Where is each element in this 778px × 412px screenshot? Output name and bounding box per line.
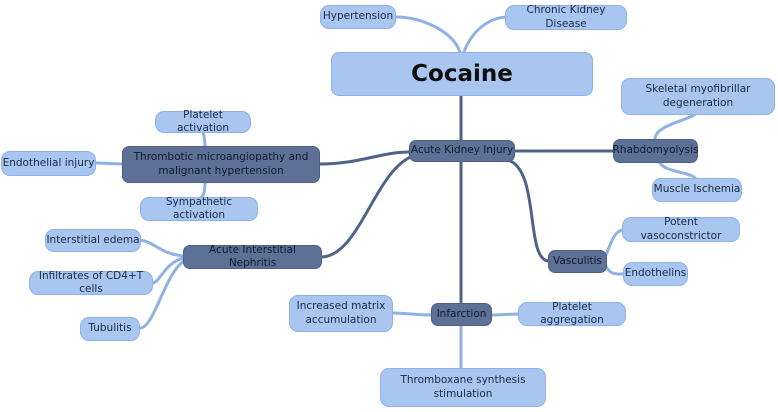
link-ain-cd4	[150, 256, 186, 285]
node-interstitial-edema: Interstitial edema	[45, 229, 141, 252]
link-aki-tma	[318, 150, 412, 166]
node-platelet-activation: Platelet activation	[155, 109, 251, 134]
link-aki-vasculitis	[506, 158, 550, 263]
link-tma-endothelial-injury	[94, 161, 125, 166]
node-rhabdomyolysis: Rhabdomyolysis	[613, 139, 699, 163]
node-increased-matrix: Increased matrix accumulation	[289, 295, 393, 332]
node-potent-vasoconstrictor: Potent vasoconstrictor	[622, 216, 740, 242]
link-aki-ain	[320, 154, 415, 259]
node-tubulitis: Tubulitis	[80, 317, 140, 341]
link-root-hypertension	[394, 15, 462, 54]
node-platelet-aggregation: Platelet aggregation	[518, 301, 626, 326]
node-thromboxane: Thromboxane synthesis stimulation	[380, 368, 546, 407]
link-root-ckd	[462, 15, 510, 54]
root-node: Cocaine	[331, 52, 593, 96]
node-hypertension: Hypertension	[320, 5, 396, 29]
link-infarction-platelet-aggregation	[488, 312, 520, 317]
node-muscle-ischemia: Muscle Ischemia	[652, 178, 742, 202]
node-acute-kidney-injury: Acute Kidney Injury	[409, 140, 515, 162]
node-tma: Thrombotic microangiopathy and malignant…	[122, 146, 320, 183]
node-skeletal-myofibrillar: Skeletal myofibrillar degeneration	[621, 78, 775, 115]
link-vasculitis-endothelins	[604, 265, 626, 276]
link-ain-edema	[138, 238, 186, 258]
link-vasculitis-vasoconstrictor	[604, 228, 626, 257]
node-sympathetic-activation: Sympathetic activation	[140, 196, 258, 221]
node-cd4-infiltrates: Infiltrates of CD4+T cells	[29, 270, 153, 295]
node-vasculitis: Vasculitis	[548, 250, 607, 273]
node-endothelins: Endothelins	[623, 262, 688, 286]
link-rhabdo-ischemia	[658, 161, 697, 180]
node-infarction: Infarction	[431, 303, 492, 326]
link-infarction-matrix	[391, 311, 434, 317]
node-acute-interstitial-nephritis: Acute Interstitial Nephritis	[183, 244, 322, 269]
node-chronic-kidney-disease: Chronic Kidney Disease	[505, 4, 627, 30]
link-ain-tubulitis	[138, 258, 188, 330]
node-endothelial-injury: Endothelial injury	[1, 151, 96, 176]
link-rhabdo-skeletal	[653, 112, 697, 141]
